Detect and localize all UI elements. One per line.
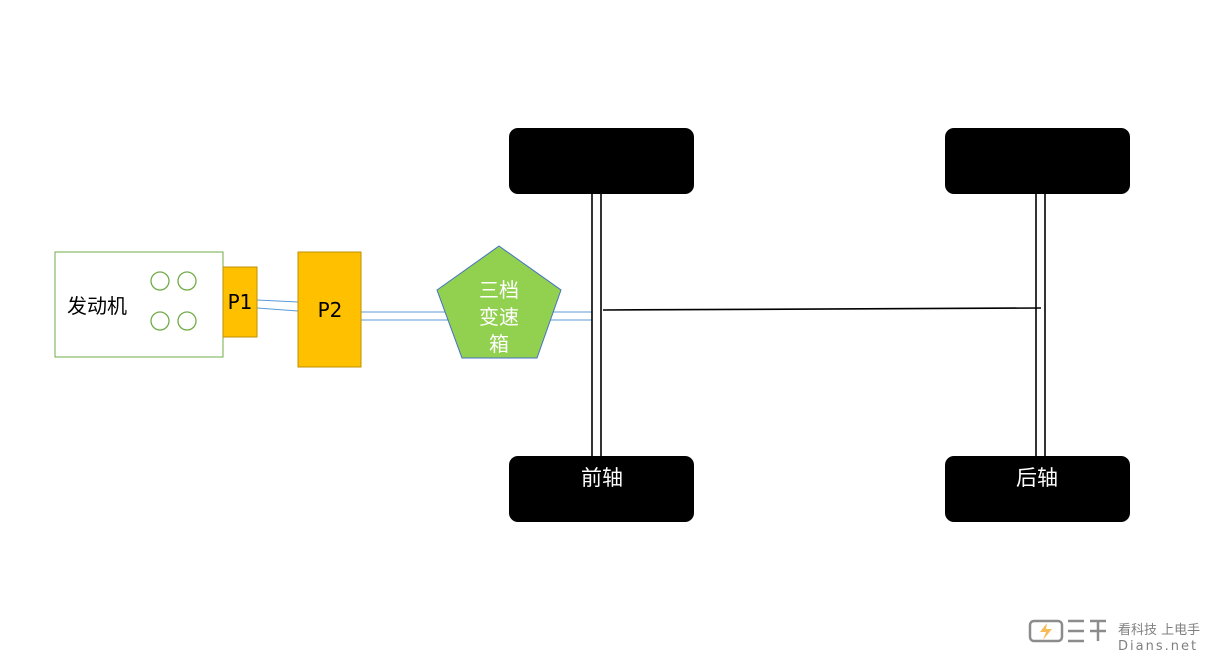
gearbox-pentagon bbox=[436, 245, 562, 359]
cylinder-icon bbox=[150, 311, 170, 331]
motor-p1-label: P1 bbox=[228, 290, 253, 314]
motor-p1: P1 bbox=[222, 266, 258, 338]
front-axle-label: 前轴 bbox=[581, 466, 623, 490]
watermark-logo-icon bbox=[1028, 619, 1106, 643]
cylinder-icon bbox=[177, 311, 197, 331]
watermark-line2: Dians.net bbox=[1118, 639, 1198, 654]
motor-p1-box bbox=[222, 266, 258, 338]
front-left-wheel bbox=[509, 128, 694, 194]
engine-cylinder-icons bbox=[150, 271, 197, 331]
rear-left-wheel bbox=[945, 128, 1130, 194]
motor-p2-label: P2 bbox=[318, 298, 343, 322]
cylinder-icon bbox=[150, 271, 170, 291]
gearbox: 三档 变速 箱 bbox=[436, 245, 562, 359]
motor-p2-box bbox=[297, 251, 362, 368]
cylinder-icon bbox=[177, 271, 197, 291]
rear-axle-label: 后轴 bbox=[1016, 466, 1058, 490]
gearbox-label-line2: 变速 bbox=[479, 305, 519, 329]
gearbox-label-line3: 箱 bbox=[489, 332, 509, 356]
motor-p2: P2 bbox=[297, 251, 362, 368]
engine-box bbox=[54, 251, 224, 358]
gearbox-label-line1: 三档 bbox=[479, 278, 519, 302]
rear-axle: 后轴 bbox=[945, 128, 1130, 522]
front-axle: 前轴 bbox=[509, 128, 694, 522]
engine-label: 发动机 bbox=[67, 294, 127, 318]
front-right-wheel bbox=[509, 456, 694, 522]
rear-right-wheel bbox=[945, 456, 1130, 522]
engine: 发动机 bbox=[54, 251, 224, 358]
watermark-bolt-icon bbox=[1040, 623, 1052, 640]
watermark: 看科技 上电手 Dians.net bbox=[1028, 619, 1200, 654]
watermark-line1: 看科技 上电手 bbox=[1118, 622, 1200, 638]
drive-shaft bbox=[602, 307, 1042, 311]
